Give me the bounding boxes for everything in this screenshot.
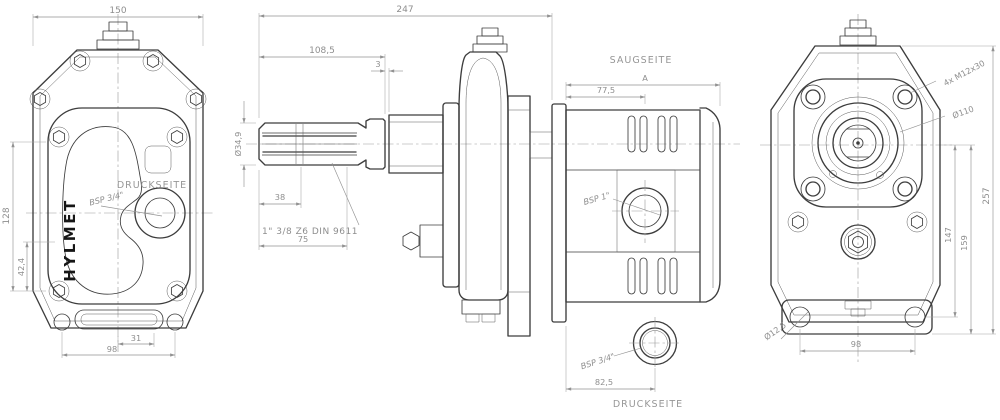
side-length-dim: 247 <box>396 5 413 15</box>
brand-logo: HYLMET <box>61 198 79 281</box>
rear-pilot-and-hub <box>811 96 905 190</box>
shaft-spec-leader <box>331 162 360 226</box>
suction-port <box>612 180 679 243</box>
suction-port-label: BSP 1" <box>582 190 611 207</box>
side-shaft-length-dim: 75 <box>298 234 308 244</box>
side-suction-x-dim: 77,5 <box>597 85 615 95</box>
pressure-port-label: BSP 3/4" <box>579 351 616 371</box>
shaft-spec-label: 1" 3/8 Z6 DIN 9611 <box>262 227 358 237</box>
side-port-boss <box>419 224 444 258</box>
rear-bolt-flange <box>793 78 923 208</box>
front-port-leader <box>100 205 163 217</box>
front-base-dim: 98 <box>107 344 117 354</box>
rear-outer-contour <box>770 45 941 323</box>
front-port-label: BSP 3/4" <box>88 189 125 207</box>
front-width-dim: 150 <box>109 6 126 16</box>
rear-right-bolt <box>906 211 928 233</box>
pump-body <box>551 103 721 323</box>
rear-base-plate <box>781 299 933 335</box>
pto-shaft <box>258 118 386 170</box>
mounting-flange <box>507 95 553 337</box>
rear-height-dim: 257 <box>982 187 992 204</box>
rear-bolt-spec-leader <box>909 80 937 94</box>
rear-dimensions: 257 147 159 98 <box>799 45 996 355</box>
side-view: BSP 1" BSP 3/4" SAUGSEITE DRUCKSEITE 1" … <box>233 5 740 410</box>
side-flange-ref-dim: A <box>642 73 648 83</box>
gearbox-housing <box>402 27 509 323</box>
side-hex-bolt <box>402 231 420 251</box>
rear-pilot-dia-label: Ø110 <box>951 104 975 121</box>
front-cover-plate <box>47 107 191 305</box>
pressure-port <box>629 317 681 369</box>
front-view: HYLMET DRUCKSEITE BSP 3/4" 150 128 42,4 … <box>2 6 214 358</box>
side-shaft-housing-dim: 108,5 <box>309 46 335 56</box>
rear-drain-plug <box>840 224 876 260</box>
suction-port-leader <box>612 198 661 216</box>
front-height-dim: 128 <box>2 207 12 224</box>
side-pressure-x-dim: 82,5 <box>595 377 613 387</box>
pressure-port-leader <box>613 347 642 357</box>
front-outer-contour <box>32 49 204 329</box>
suction-side-label: SAUGSEITE <box>610 55 673 66</box>
rear-left-bolt <box>787 211 809 233</box>
front-dimensions: 150 128 42,4 31 98 <box>2 6 204 358</box>
rear-view: 4x M12x30 Ø110 Ø12,5 257 147 159 98 <box>760 14 996 362</box>
rear-inner-contour <box>777 52 934 316</box>
front-inner-contour <box>39 56 197 322</box>
front-pressure-side-label: DRUCKSEITE <box>117 180 187 191</box>
front-kidney-boss <box>62 126 144 295</box>
side-pressure-side-label: DRUCKSEITE <box>613 399 683 410</box>
front-slot-dim: 31 <box>131 333 141 343</box>
side-dimensions: 247 108,5 3 A 77,5 38 75 Ø34,9 <box>233 5 721 392</box>
front-foot <box>53 309 184 331</box>
side-spline-dim: 38 <box>275 192 285 202</box>
rear-hole-dia-leader <box>780 311 809 340</box>
rear-bolt-spec-label: 4x M12x30 <box>942 58 987 88</box>
side-spacer-dim: 3 <box>375 59 380 69</box>
rear-hole-spacing-dim: 98 <box>851 339 861 349</box>
shaft-diameter-label: Ø34,9 <box>233 132 243 157</box>
rear-center-holes-dim: 147 <box>943 227 953 243</box>
front-breather-nut <box>96 21 140 50</box>
front-port-offset-dim: 42,4 <box>16 258 26 276</box>
front-tab <box>144 145 172 174</box>
pump-end-cap <box>699 107 721 303</box>
rear-breather-nut <box>839 19 877 46</box>
rear-center-base-dim: 159 <box>959 235 969 251</box>
rear-pilot-dia-leader <box>899 115 946 133</box>
gearbox-front-cover <box>442 102 460 288</box>
